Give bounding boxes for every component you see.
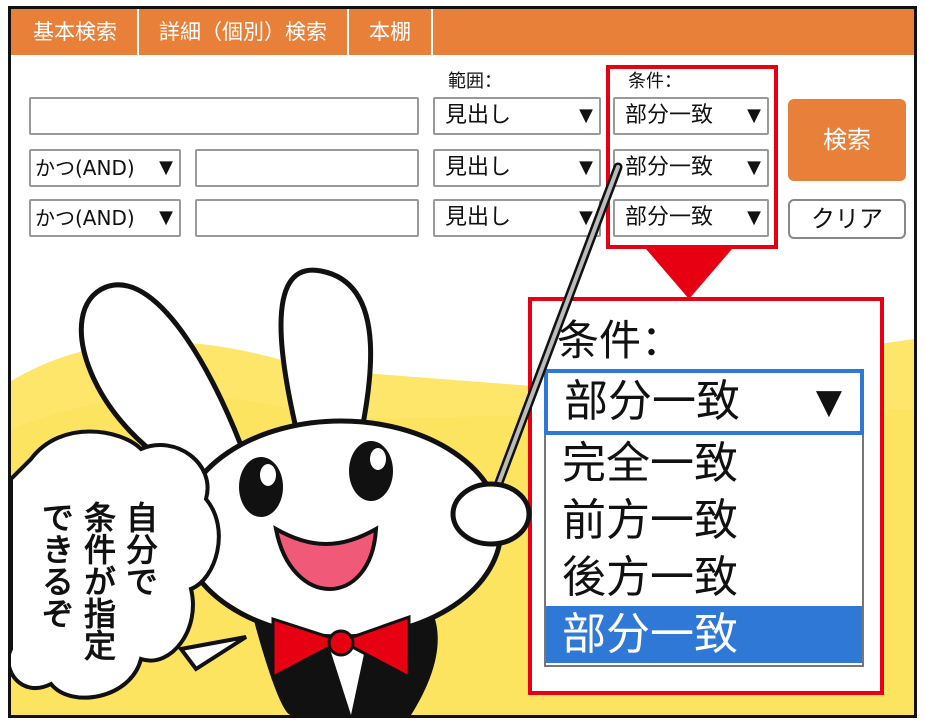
match-value: 部分一致 [625, 155, 714, 180]
tab-basic-search[interactable]: 基本検索 [11, 9, 139, 55]
condition-label: 条件： [628, 71, 682, 92]
option-prefix-match[interactable]: 前方一致 [562, 495, 738, 546]
option-suffix-match[interactable]: 後方一致 [562, 552, 738, 603]
logic-select-3[interactable]: かつ(AND) ▼ [29, 199, 181, 237]
keyword-input-2[interactable] [195, 149, 419, 187]
tab-bar: 基本検索 詳細（個別）検索 本棚 [11, 9, 914, 55]
logic-select-2[interactable]: かつ(AND) ▼ [29, 149, 181, 187]
scope-value: 見出し [445, 155, 512, 180]
chevron-down-icon: ▼ [579, 105, 593, 126]
scope-select-1[interactable]: 見出し ▼ [433, 97, 601, 135]
condition-highlight-box [606, 65, 778, 249]
match-value: 部分一致 [625, 103, 714, 128]
tab-advanced-search[interactable]: 詳細（個別）検索 [139, 9, 349, 55]
scope-select-3[interactable]: 見出し ▼ [433, 199, 601, 237]
scope-select-2[interactable]: 見出し ▼ [433, 149, 601, 187]
chevron-down-icon: ▼ [747, 207, 761, 228]
speech-line-3: できるぞ [37, 501, 75, 629]
speech-line-2: 条件が指定 [79, 501, 117, 661]
down-arrow-icon [646, 249, 732, 299]
chevron-down-icon: ▼ [747, 105, 761, 126]
chevron-down-icon: ▼ [159, 207, 173, 228]
tab-bookshelf[interactable]: 本棚 [349, 9, 433, 55]
option-partial-match[interactable]: 部分一致 [546, 606, 862, 663]
chevron-down-icon: ▼ [815, 382, 842, 422]
chevron-down-icon: ▼ [579, 157, 593, 178]
zoom-condition-label: 条件： [557, 316, 684, 365]
zoom-match-select[interactable]: 部分一致 ▼ [544, 369, 864, 435]
match-value: 部分一致 [625, 205, 714, 230]
comic-panel: 基本検索 詳細（個別）検索 本棚 範囲： 条件： 見出し ▼ 部分一致 ▼ かつ… [8, 6, 917, 718]
clear-button[interactable]: クリア [788, 199, 906, 239]
scope-value: 見出し [445, 205, 512, 230]
option-exact-match[interactable]: 完全一致 [562, 438, 738, 489]
zoom-selected-value: 部分一致 [564, 376, 740, 427]
match-select-3[interactable]: 部分一致 ▼ [613, 199, 769, 237]
logic-value: かつ(AND) [35, 156, 135, 180]
range-label: 範囲： [448, 71, 502, 92]
chevron-down-icon: ▼ [579, 207, 593, 228]
zoom-options-list: 完全一致 前方一致 後方一致 部分一致 [544, 435, 864, 667]
match-select-1[interactable]: 部分一致 ▼ [613, 97, 769, 135]
keyword-input-1[interactable] [29, 97, 419, 135]
search-button[interactable]: 検索 [788, 99, 906, 181]
scope-value: 見出し [445, 103, 512, 128]
keyword-input-3[interactable] [195, 199, 419, 237]
match-select-2[interactable]: 部分一致 ▼ [613, 149, 769, 187]
rabbit-mascot-illustration [11, 162, 623, 715]
logic-value: かつ(AND) [35, 206, 135, 230]
chevron-down-icon: ▼ [159, 157, 173, 178]
speech-line-1: 自分で [121, 501, 159, 597]
chevron-down-icon: ▼ [747, 157, 761, 178]
